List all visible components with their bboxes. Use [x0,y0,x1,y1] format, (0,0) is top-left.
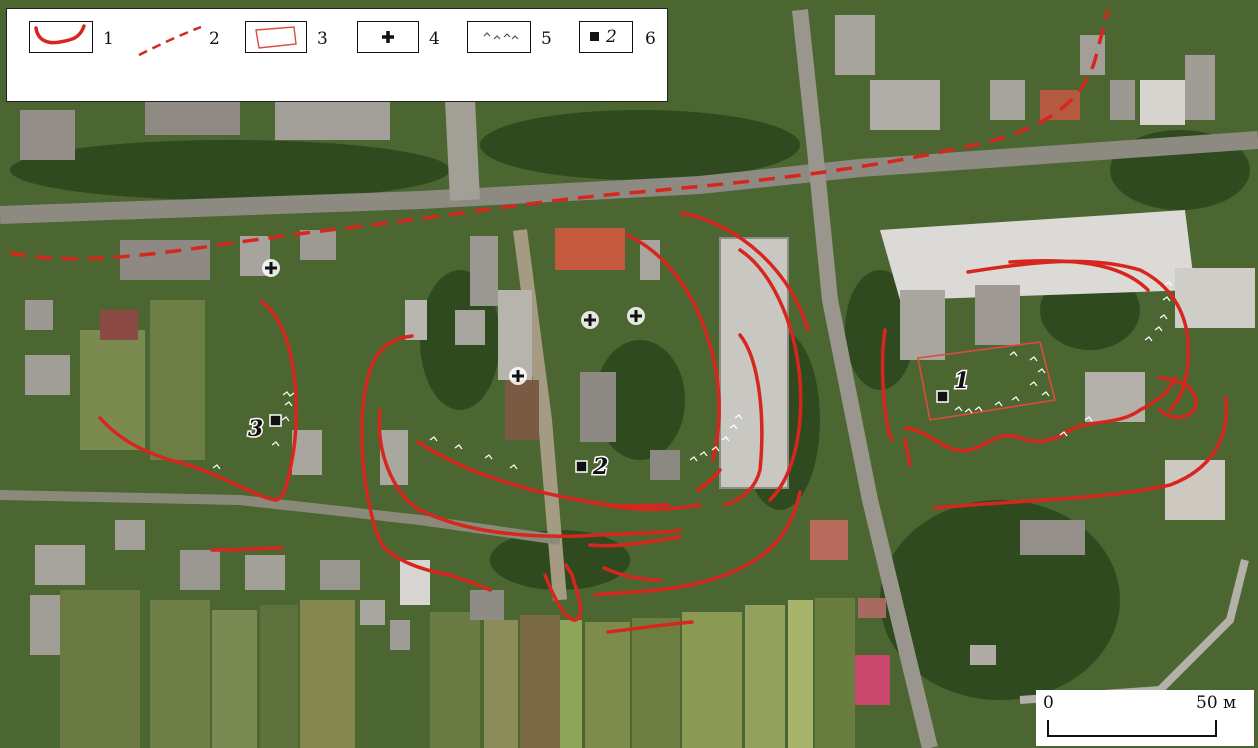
legend-number: 5 [541,29,552,49]
crack-marks [212,281,1173,470]
square-point-icon [590,32,599,41]
landslide-scarps [98,211,1229,634]
cross-icon [509,367,527,385]
crack-marks-icon [483,32,519,40]
survey-area-frame [917,341,1056,421]
cross-icon [581,311,599,329]
point-1[interactable]: 1 [936,367,971,403]
scale-bar: 0 50 м [1036,690,1254,746]
cross-markers [262,259,645,385]
map-legend: 1 2 3 4 [6,8,668,102]
point-label: 3 [248,416,263,442]
dashed-boundary-icon [138,25,202,57]
legend-number: 4 [429,29,440,49]
point-label: 1 [954,368,969,394]
legend-number: 6 [645,29,656,49]
legend-number: 1 [103,29,114,49]
garden-plots [60,300,855,748]
scale-bar-line [1047,720,1217,737]
cross-icon [262,259,280,277]
legend-sample-label: 2 [606,27,617,47]
scale-end-label: 50 м [1196,693,1237,713]
landslide-scarp-icon [34,24,86,45]
cross-icon [382,31,394,43]
legend-number: 2 [209,29,220,49]
legend-number: 3 [317,29,328,49]
survey-area-outline-icon [255,26,297,49]
cross-icon [627,307,645,325]
point-2[interactable]: 2 [575,453,610,482]
scale-start-label: 0 [1043,693,1054,713]
point-3[interactable]: 3 [247,414,282,444]
point-label: 2 [592,454,608,480]
dashed-boundary [9,9,1110,261]
